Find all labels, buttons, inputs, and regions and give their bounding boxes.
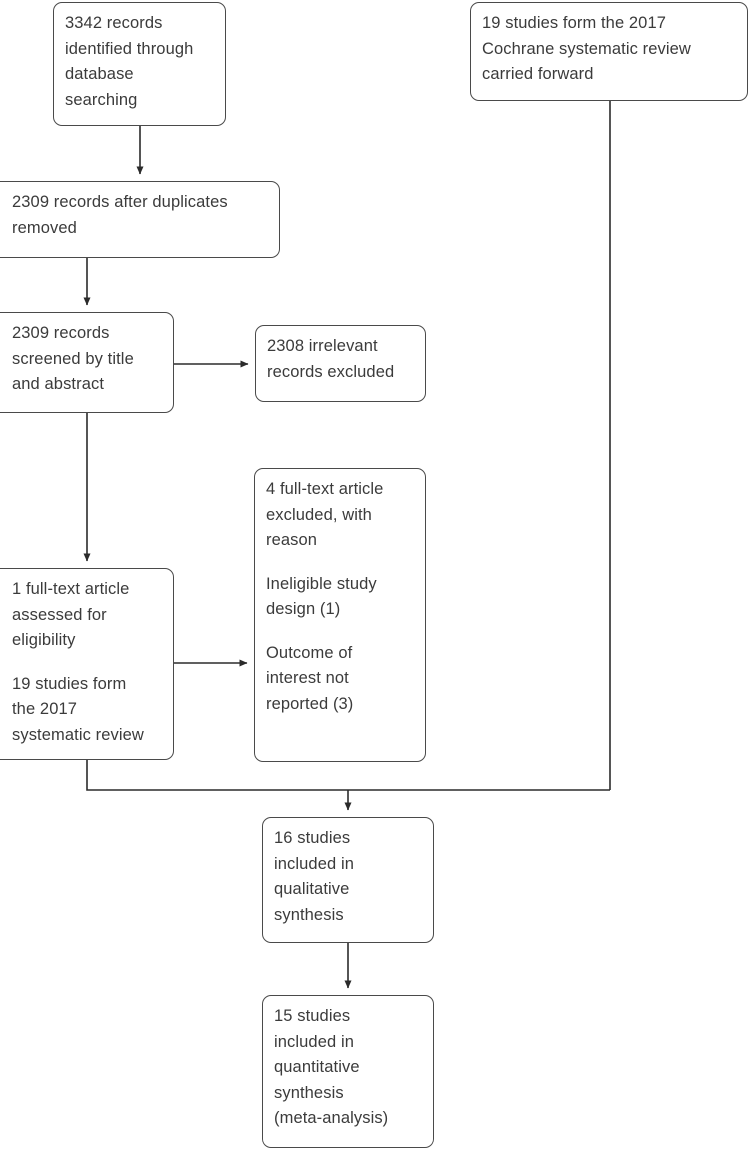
quantitative-synthesis-box: 15 studies included in quantitative synt… (262, 995, 434, 1148)
fulltext-excluded-box: 4 full-text article excluded, with reaso… (254, 468, 426, 762)
fulltext-assessed-text-primary: 1 full-text article assessed for eligibi… (12, 580, 130, 649)
records-identified-text: 3342 records identified through database… (65, 14, 194, 109)
fulltext-assessed-box: 1 full-text article assessed for eligibi… (0, 568, 174, 760)
records-excluded-text: 2308 irrelevant records excluded (267, 337, 395, 381)
qualitative-synthesis-text: 16 studies included in qualitative synth… (274, 829, 354, 924)
duplicates-removed-box: 2309 records after duplicates removed (0, 181, 280, 258)
qualitative-synthesis-box: 16 studies included in qualitative synth… (262, 817, 434, 943)
records-excluded-box: 2308 irrelevant records excluded (255, 325, 426, 402)
quantitative-synthesis-text: 15 studies included in quantitative synt… (274, 1007, 389, 1127)
fulltext-excluded-reason-1: Ineligible study design (1) (266, 574, 377, 619)
cochrane-carried-forward-text: 19 studies form the 2017 Cochrane system… (482, 14, 691, 83)
duplicates-removed-text: 2309 records after duplicates removed (12, 193, 228, 237)
records-screened-box: 2309 records screened by title and abstr… (0, 312, 174, 413)
fulltext-excluded-reason-2: Outcome of interest not reported (3) (266, 643, 354, 713)
edge-assessed-to-qualitative (86, 760, 610, 791)
records-identified-box: 3342 records identified through database… (53, 2, 226, 126)
fulltext-assessed-text-secondary: 19 studies form the 2017 systematic revi… (12, 674, 144, 744)
cochrane-carried-forward-box: 19 studies form the 2017 Cochrane system… (470, 2, 748, 101)
fulltext-excluded-text-primary: 4 full-text article excluded, with reaso… (266, 480, 384, 549)
records-screened-text: 2309 records screened by title and abstr… (12, 324, 134, 393)
